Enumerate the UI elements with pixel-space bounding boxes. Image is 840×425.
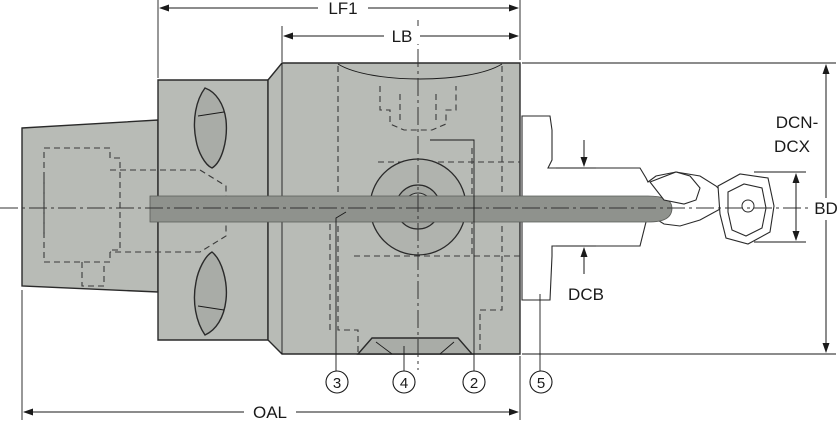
callout-5: 5 — [529, 294, 553, 394]
callout-number-2: 2 — [470, 375, 478, 392]
dim-label-lb: LB — [392, 27, 413, 46]
callout-number-4: 4 — [400, 375, 408, 392]
dim-lf1: LF1 — [157, 0, 521, 78]
dim-label-dcn: DCN- — [776, 113, 819, 132]
dim-label-dcx: DCX — [774, 137, 810, 156]
callout-number-5: 5 — [537, 375, 545, 392]
dim-label-lf1: LF1 — [328, 0, 357, 18]
dim-lb: LB — [281, 26, 519, 62]
callout-2: 2 — [430, 139, 486, 394]
center-lines — [0, 20, 820, 370]
dim-dcn-dcx: DCN- DCX — [754, 113, 819, 243]
dim-oal: OAL — [21, 290, 521, 422]
shank — [21, 119, 159, 293]
callout-number-3: 3 — [333, 375, 341, 392]
dim-label-oal: OAL — [253, 403, 287, 422]
dim-label-dcb: DCB — [568, 285, 604, 304]
callout-3: 3 — [325, 211, 349, 394]
dim-dcb: DCB — [556, 140, 604, 304]
dim-label-bd: BD — [814, 199, 838, 218]
callout-4: 4 — [392, 346, 416, 394]
dim-bd: BD — [522, 62, 840, 355]
